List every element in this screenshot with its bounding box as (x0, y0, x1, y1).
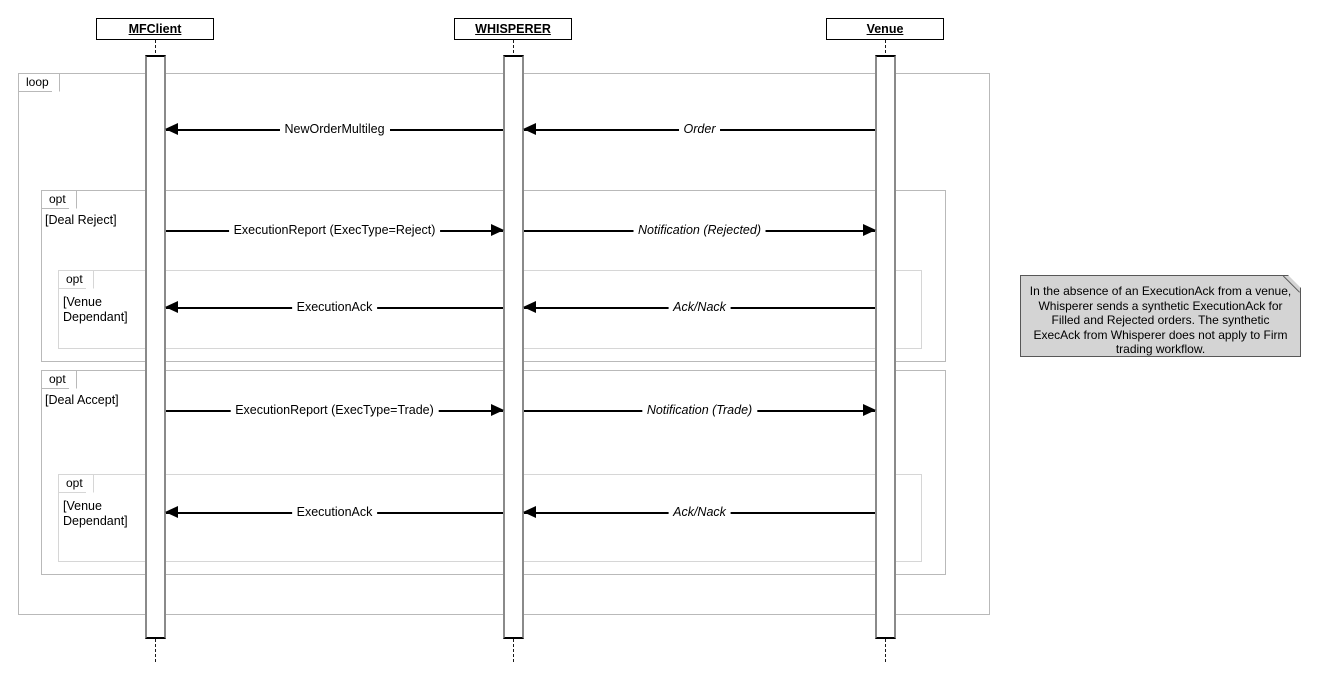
fragment-operator-label: loop (19, 74, 60, 92)
message-label: Ack/Nack (668, 298, 731, 317)
fragment-operator-label: opt (42, 191, 77, 209)
note-fold-edge-icon (1283, 275, 1301, 293)
message-executionack-2[interactable]: ExecutionAck (165, 503, 503, 523)
activation-venue (875, 55, 896, 639)
fragment-operator-label: opt (42, 371, 77, 389)
fragment-operator-label: opt (59, 475, 94, 493)
message-label: Notification (Trade) (641, 401, 758, 420)
message-label: ExecutionReport (ExecType=Trade) (230, 401, 439, 420)
note-synthetic-execack: In the absence of an ExecutionAck from a… (1020, 275, 1301, 357)
message-label: Order (678, 120, 721, 139)
fragment-opt-venue-dependant-2: opt (58, 474, 922, 562)
message-acknack-2[interactable]: Ack/Nack (523, 503, 875, 523)
arrowhead-left-icon (523, 506, 536, 518)
message-label: ExecutionAck (291, 503, 378, 522)
arrowhead-right-icon (491, 224, 504, 236)
arrowhead-left-icon (165, 123, 178, 135)
fragment-guard-deal-accept: [Deal Accept] (45, 393, 119, 407)
arrowhead-left-icon (523, 123, 536, 135)
message-newordermultileg[interactable]: NewOrderMultileg (165, 120, 503, 140)
message-acknack-1[interactable]: Ack/Nack (523, 298, 875, 318)
participant-venue[interactable]: Venue (826, 18, 944, 40)
activation-whisperer (503, 55, 524, 639)
fragment-opt-deal-reject: opt (41, 190, 946, 362)
participant-mfclient[interactable]: MFClient (96, 18, 214, 40)
participant-label: WHISPERER (475, 22, 551, 36)
arrowhead-right-icon (863, 404, 876, 416)
fragment-opt-deal-accept: opt (41, 370, 946, 575)
note-text: In the absence of an ExecutionAck from a… (1029, 284, 1292, 356)
message-label: NewOrderMultileg (279, 120, 390, 139)
arrowhead-right-icon (491, 404, 504, 416)
message-label: Ack/Nack (668, 503, 731, 522)
message-executionreport-reject[interactable]: ExecutionReport (ExecType=Reject) (166, 221, 504, 241)
message-executionreport-trade[interactable]: ExecutionReport (ExecType=Trade) (166, 401, 504, 421)
fragment-opt-venue-dependant-1: opt (58, 270, 922, 349)
fragment-guard-deal-reject: [Deal Reject] (45, 213, 117, 227)
message-label: ExecutionReport (ExecType=Reject) (228, 221, 441, 240)
participant-label: Venue (866, 22, 904, 36)
arrowhead-left-icon (523, 301, 536, 313)
arrowhead-left-icon (165, 301, 178, 313)
fragment-guard-venue-dependant-1: [Venue Dependant] (63, 295, 128, 324)
arrowhead-left-icon (165, 506, 178, 518)
message-label: ExecutionAck (291, 298, 378, 317)
arrowhead-right-icon (863, 224, 876, 236)
participant-label: MFClient (128, 22, 182, 36)
message-notification-trade[interactable]: Notification (Trade) (524, 401, 876, 421)
message-order[interactable]: Order (523, 120, 875, 140)
fragment-operator-label: opt (59, 271, 94, 289)
message-notification-rejected[interactable]: Notification (Rejected) (524, 221, 876, 241)
participant-whisperer[interactable]: WHISPERER (454, 18, 572, 40)
activation-mfclient (145, 55, 166, 639)
fragment-guard-venue-dependant-2: [Venue Dependant] (63, 499, 128, 528)
message-executionack-1[interactable]: ExecutionAck (165, 298, 503, 318)
message-label: Notification (Rejected) (633, 221, 766, 240)
